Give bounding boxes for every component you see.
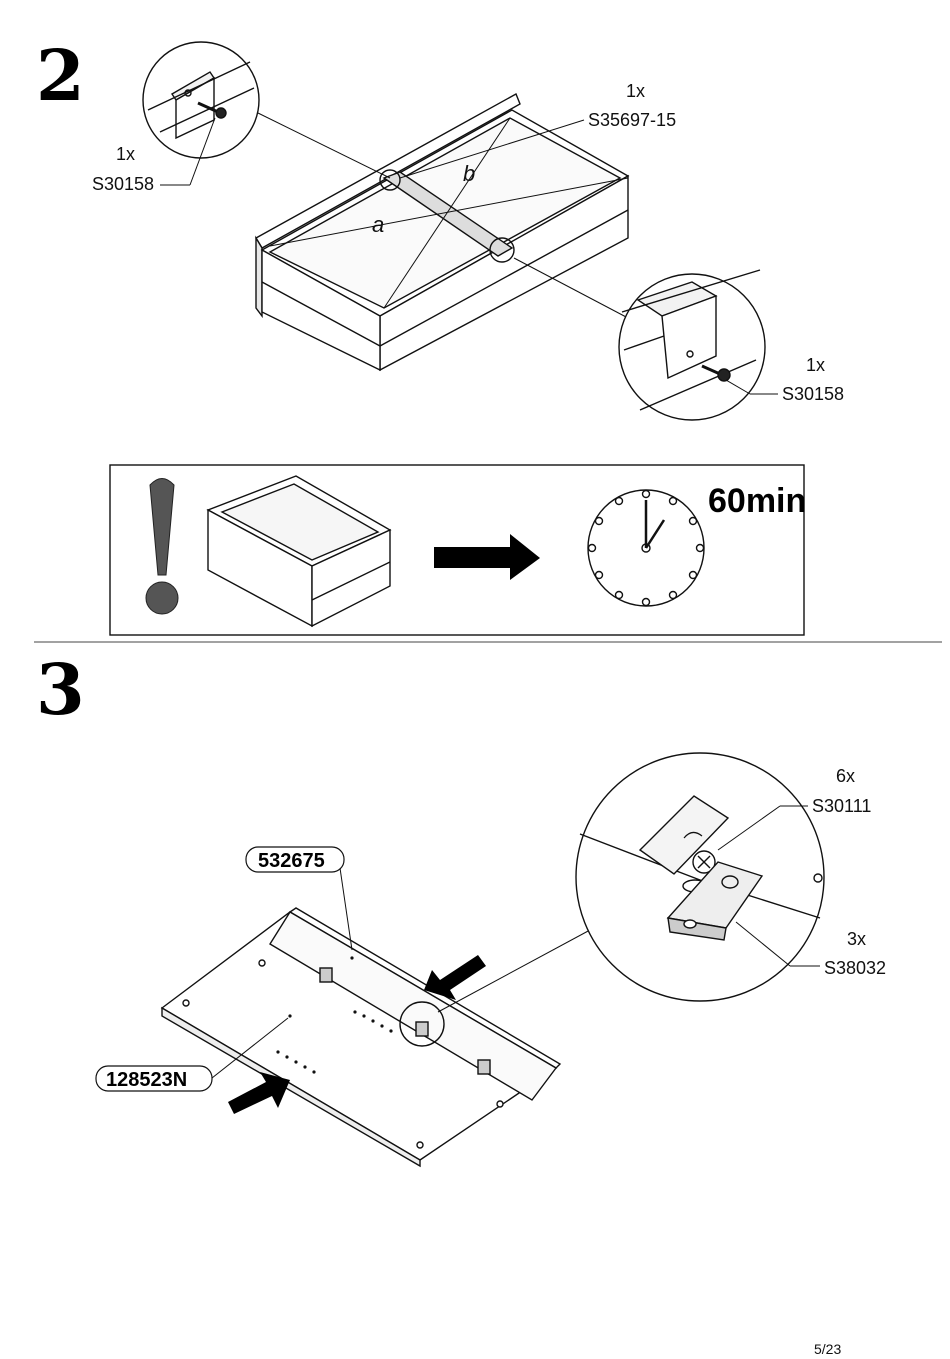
magnifier-step3 (437, 752, 825, 1013)
callout-bracket-qty: 3x (847, 929, 866, 949)
board-top-tag (245, 846, 345, 873)
arrow-right-icon (434, 534, 540, 580)
step-2-number: 2 (36, 34, 85, 117)
diagonal-a-label: a (372, 212, 384, 237)
diagonal-b-label: b (463, 161, 475, 186)
exclamation-icon (145, 478, 179, 615)
board-top-label: 532675 (258, 850, 325, 872)
bracket-icon (666, 861, 764, 941)
board-bottom-tag (95, 1065, 213, 1092)
page-number: 5/23 (814, 1341, 842, 1357)
callout-left-qty: 1x (116, 144, 135, 164)
callout-right-qty: 1x (806, 355, 825, 375)
drawer-assembly-drawing (255, 93, 630, 372)
callout-screw-qty: 6x (836, 766, 855, 786)
callout-screw-part: S30111 (812, 796, 871, 816)
screw-icon (701, 364, 731, 382)
screw-icon (197, 101, 227, 119)
arrow-push-icon (228, 955, 486, 1114)
step-3-number: 3 (36, 648, 85, 731)
callout-top-qty: 1x (626, 81, 645, 101)
drawer-icon (206, 475, 392, 628)
board-bottom-label: 128523N (106, 1069, 187, 1091)
magnifier-left (142, 41, 391, 179)
callout-top-part: S35697-15 (588, 110, 676, 130)
wait-time-label: 60min (708, 482, 806, 520)
board-holes (276, 956, 393, 1074)
magnifier-right (513, 257, 766, 421)
board-assembly-drawing (160, 907, 562, 1168)
callout-left-part: S30158 (92, 174, 154, 194)
callout-bracket-part: S38032 (824, 958, 886, 978)
callout-right-part: S30158 (782, 384, 844, 404)
clock-icon (587, 489, 705, 607)
